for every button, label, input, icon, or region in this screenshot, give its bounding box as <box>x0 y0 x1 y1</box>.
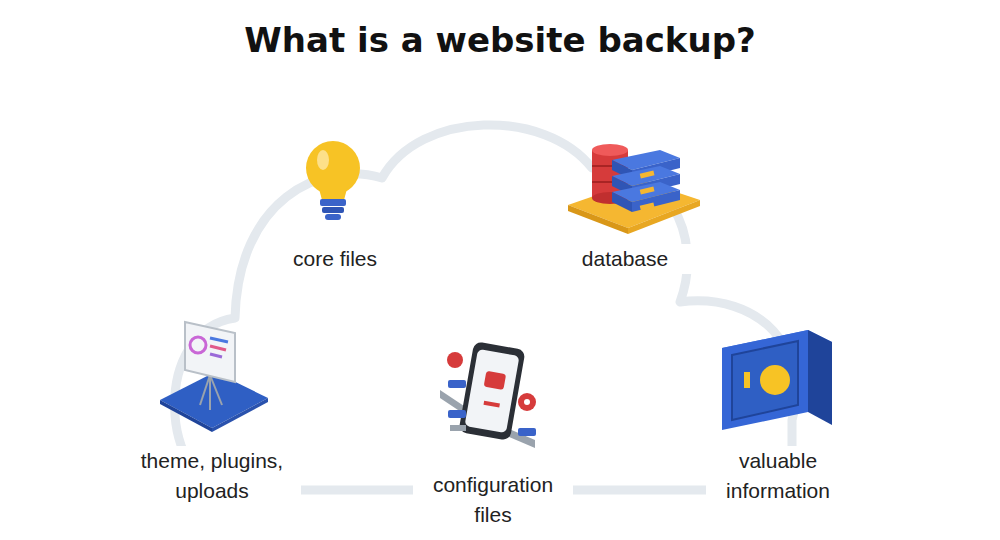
database-icon <box>568 144 700 234</box>
lightbulb-icon <box>306 141 360 220</box>
icon-label: theme, plugins, uploads <box>123 446 301 506</box>
icon-label: core files <box>260 244 410 274</box>
icon-label: configuration files <box>413 470 573 530</box>
phone-config-icon <box>440 341 536 448</box>
safe-icon <box>722 330 832 430</box>
icon-label: database <box>550 244 700 274</box>
title: What is a website backup? <box>0 20 1000 60</box>
icon-label: valuable information <box>706 446 850 506</box>
cloud-outline <box>175 125 797 490</box>
presentation-icon <box>160 322 268 432</box>
